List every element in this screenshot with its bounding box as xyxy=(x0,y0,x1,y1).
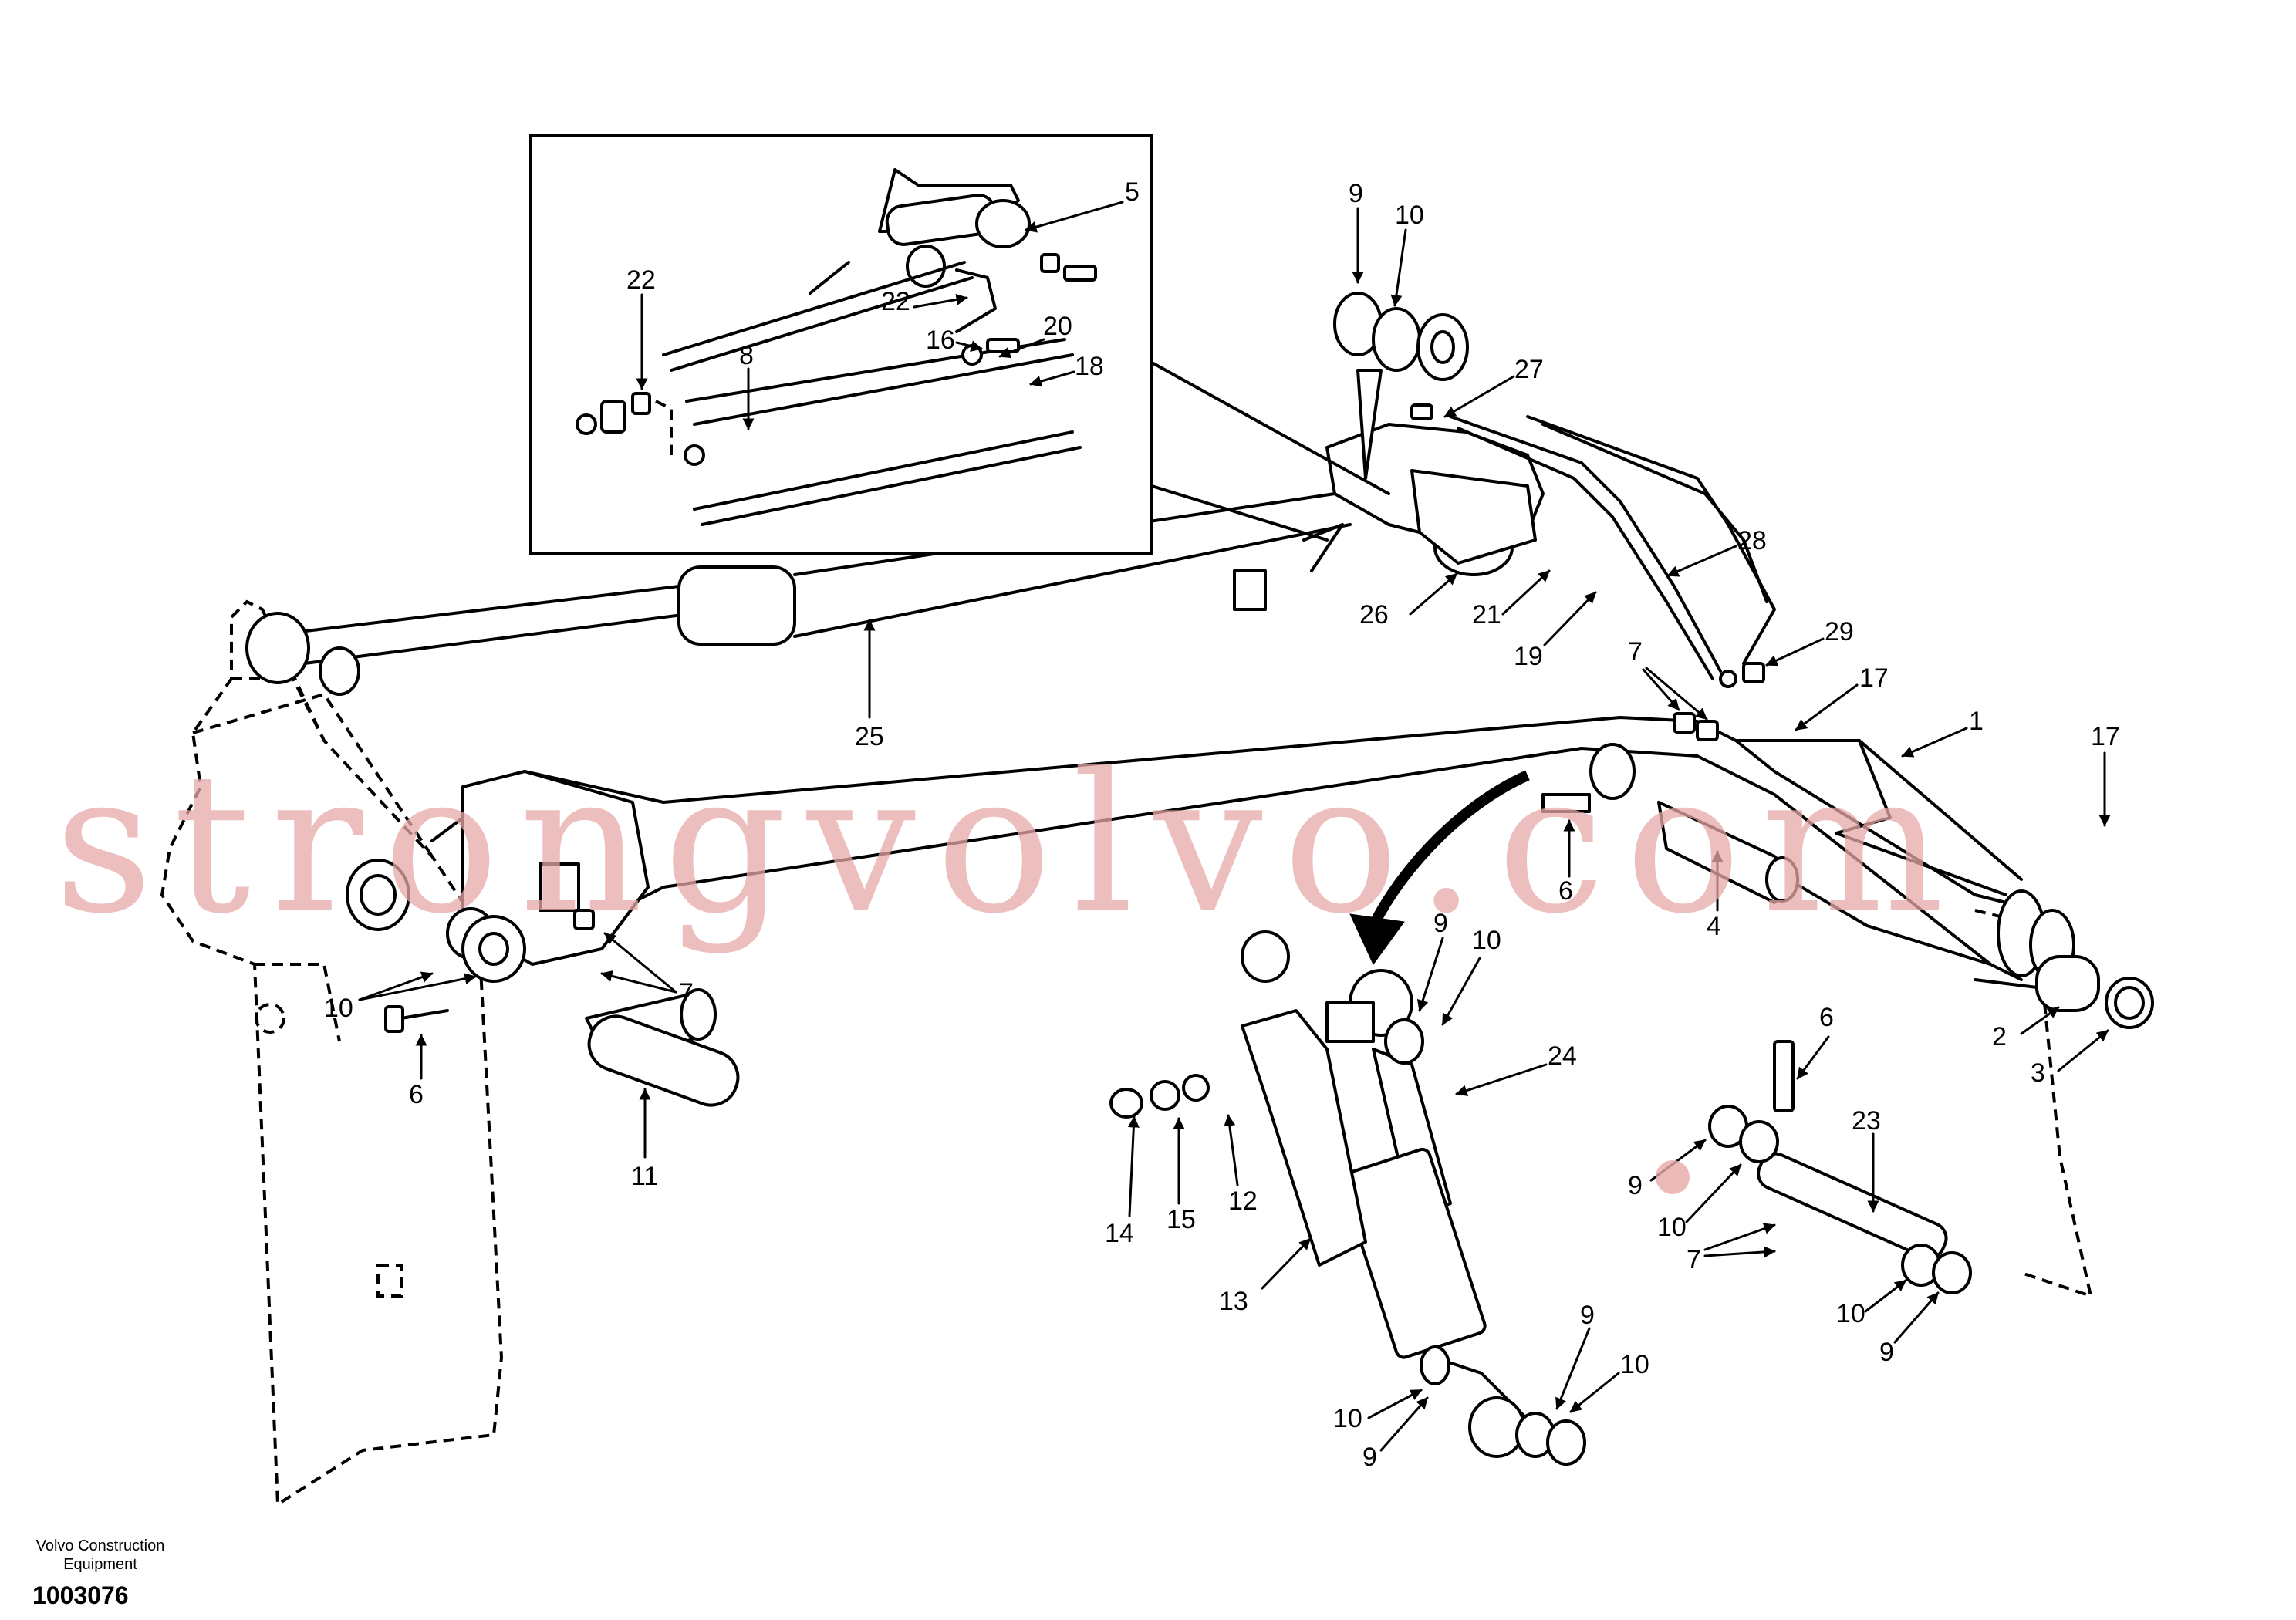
callout-6c: 6 xyxy=(1819,1003,1834,1032)
callout-3: 3 xyxy=(2031,1058,2045,1088)
pin-4-bracket xyxy=(1541,712,1799,904)
callout-10g: 10 xyxy=(1836,1299,1866,1328)
callout-22a: 22 xyxy=(626,265,656,295)
callout-2: 2 xyxy=(1992,1022,2007,1051)
callout-10d: 10 xyxy=(1333,1404,1362,1433)
pin-11 xyxy=(587,1014,740,1107)
callout-6b: 6 xyxy=(409,1080,424,1109)
pin-23-group xyxy=(1708,1040,1972,1294)
inset-detail-box xyxy=(529,134,1390,555)
callout-11: 11 xyxy=(631,1162,658,1191)
callout-10b: 10 xyxy=(324,994,353,1023)
callout-9f: 9 xyxy=(1879,1338,1894,1367)
upper-pin-assembly xyxy=(1233,292,1776,665)
callout-9e: 9 xyxy=(1628,1171,1643,1200)
callout-26: 26 xyxy=(1359,600,1389,629)
callout-21: 21 xyxy=(1472,600,1501,629)
callout-7b: 7 xyxy=(679,978,694,1007)
callout-9a: 9 xyxy=(1349,179,1363,208)
callout-10e: 10 xyxy=(1620,1350,1649,1379)
callout-19: 19 xyxy=(1514,642,1543,671)
boom-cylinder xyxy=(245,492,1352,696)
callout-29: 29 xyxy=(1825,617,1854,646)
callout-25: 25 xyxy=(855,722,884,751)
callout-12: 12 xyxy=(1228,1186,1258,1216)
callout-8: 8 xyxy=(739,341,754,370)
callout-18: 18 xyxy=(1075,352,1104,381)
callout-1: 1 xyxy=(1969,707,1984,736)
callout-13: 13 xyxy=(1219,1287,1248,1316)
dipper-cylinder xyxy=(1241,930,1586,1466)
callout-9b: 9 xyxy=(1433,909,1448,938)
assembly-direction-arrow xyxy=(1349,770,1530,965)
callout-6a: 6 xyxy=(1558,876,1573,906)
callout-20: 20 xyxy=(1043,312,1072,341)
footer-company: Volvo Construction Equipment xyxy=(35,1537,165,1573)
callout-28: 28 xyxy=(1737,526,1767,555)
callout-14: 14 xyxy=(1105,1219,1134,1248)
document-number: 1003076 xyxy=(32,1581,129,1609)
bushing-2-seal-3 xyxy=(2035,955,2154,1029)
callout-17b: 17 xyxy=(2091,722,2120,751)
callout-10a: 10 xyxy=(1395,201,1424,230)
callout-10c: 10 xyxy=(1472,926,1501,955)
callout-labels: 5 22 22 20 16 18 8 9 10 27 28 26 21 19 2… xyxy=(324,177,2120,1472)
callout-7a: 7 xyxy=(1628,637,1643,667)
bracket-13 xyxy=(1109,1009,1367,1267)
callout-24: 24 xyxy=(1548,1041,1577,1071)
watermark-text: strongvolvo.com xyxy=(54,731,1964,956)
callout-16: 16 xyxy=(926,326,955,355)
watermark-dot xyxy=(1656,1160,1690,1194)
callout-10f: 10 xyxy=(1657,1213,1687,1242)
callout-22b: 22 xyxy=(881,287,910,316)
callout-17a: 17 xyxy=(1859,663,1889,693)
hose-28 xyxy=(1410,403,1765,688)
callout-4: 4 xyxy=(1707,912,1721,941)
callout-5: 5 xyxy=(1125,177,1140,207)
callout-9c: 9 xyxy=(1362,1443,1377,1472)
callout-23: 23 xyxy=(1852,1106,1881,1136)
callout-9d: 9 xyxy=(1580,1301,1595,1330)
callout-15: 15 xyxy=(1167,1205,1196,1234)
callout-27: 27 xyxy=(1514,355,1544,384)
callout-7c: 7 xyxy=(1687,1245,1701,1274)
